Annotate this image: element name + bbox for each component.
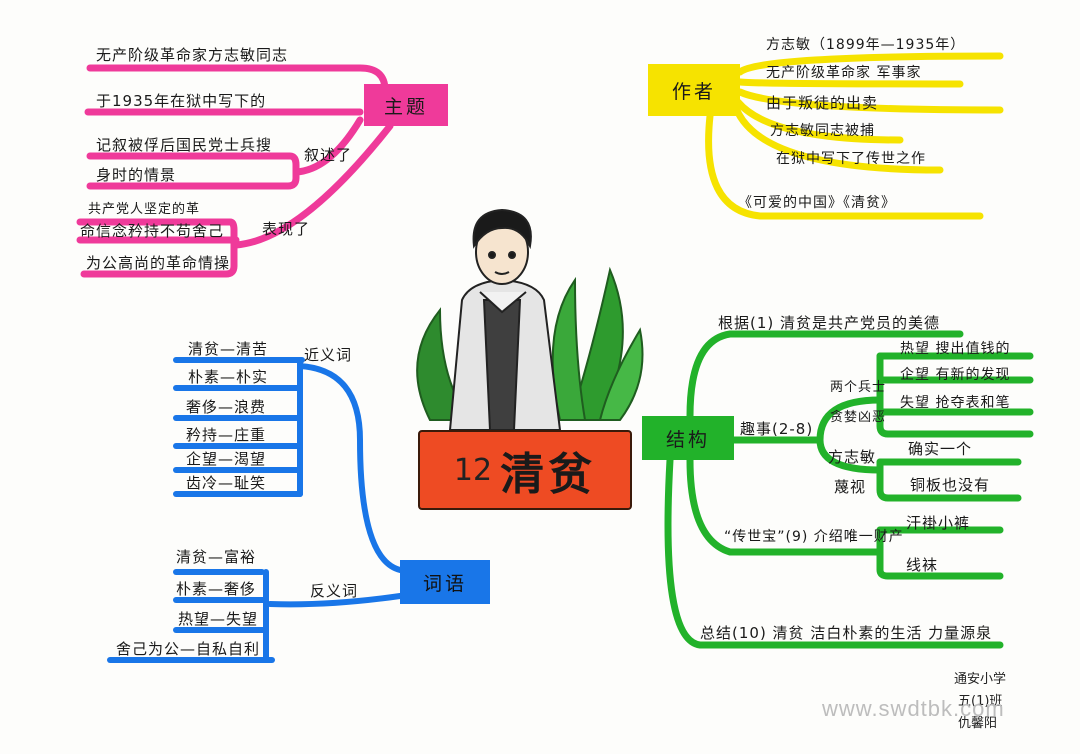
synonym-label: 近义词: [304, 346, 353, 364]
antonym-item: 热望—失望: [178, 610, 259, 628]
author-line: 《可爱的中国》《清贫》: [738, 195, 896, 211]
structure-story: 趣事(2-8): [740, 420, 814, 438]
theme-show-line: 共产党人坚定的革: [88, 202, 201, 217]
fang-sub: 蔑视: [834, 478, 867, 496]
author-line: 无产阶级革命家 军事家: [766, 65, 922, 81]
lesson-title: 清贫: [500, 449, 597, 500]
plant-leaves: [416, 266, 644, 421]
antonym-item: 清贫—富裕: [176, 548, 257, 566]
treasure-item: 线袜: [906, 556, 939, 574]
fang-label: 方志敏: [828, 448, 877, 466]
theme-show-line: 为公高尚的革命情操: [86, 254, 231, 272]
signature-line: 五(1)班: [958, 694, 1003, 709]
synonym-item: 清贫—清苦: [188, 340, 269, 358]
words-node[interactable]: 词语: [400, 560, 490, 604]
theme-line: 于1935年在狱中写下的: [96, 92, 267, 110]
structure-root: 根据(1) 清贫是共产党员的美德: [718, 314, 941, 332]
fang-zhimin-portrait: [448, 208, 562, 431]
signature-line: 通安小学: [954, 672, 1007, 687]
show-label: 表现了: [262, 220, 311, 238]
author-branches: [705, 52, 1004, 220]
antonym-item: 朴素—奢侈: [176, 580, 257, 598]
author-line: 方志敏（1899年—1935年）: [766, 37, 966, 53]
soldier-item: 失望 抢夺表和笔: [900, 395, 1011, 411]
fang-item: 确实一个: [908, 440, 973, 458]
author-line: 在狱中写下了传世之作: [776, 151, 926, 167]
fang-item: 铜板也没有: [910, 476, 991, 494]
antonym-item: 舍己为公—自私自利: [116, 640, 261, 658]
author-node[interactable]: 作者: [648, 64, 740, 116]
watermark: www.swdtbk.com: [822, 696, 1005, 721]
theme-line: 记叙被俘后国民党士兵搜: [96, 136, 273, 154]
signature-line: 仇馨阳: [958, 716, 998, 731]
synonym-item: 矜持—庄重: [186, 426, 267, 444]
structure-summary: 总结(10) 清贫 洁白朴素的生活 力量源泉: [700, 624, 993, 642]
theme-line: 身时的情景: [96, 166, 177, 184]
synonym-item: 奢侈—浪费: [186, 398, 267, 416]
soldier-item: 企望 有新的发现: [900, 367, 1011, 383]
structure-node[interactable]: 结构: [642, 416, 734, 460]
soldiers-sub: 贪婪凶恶: [830, 410, 887, 425]
soldiers-label: 两个兵士: [830, 380, 887, 395]
author-line: 方志敏同志被捕: [770, 123, 875, 139]
words-branches: [107, 357, 403, 663]
soldier-item: 热望 搜出值钱的: [900, 341, 1011, 357]
structure-branches: [664, 330, 1034, 649]
synonym-item: 朴素—朴实: [188, 368, 269, 386]
treasure-label: “传世宝”(9) 介绍唯一财产: [724, 529, 904, 545]
theme-show-line: 命信念矜持不苟舍己: [80, 222, 225, 240]
theme-node[interactable]: 主题: [364, 84, 448, 126]
lesson-number: 12: [453, 452, 493, 488]
title-banner: 12 清贫: [418, 430, 632, 510]
synonym-item: 齿冷—耻笑: [186, 474, 267, 492]
author-line: 由于叛徒的出卖: [766, 94, 879, 112]
narrate-label: 叙述了: [304, 146, 353, 164]
antonym-label: 反义词: [310, 582, 359, 600]
theme-line: 无产阶级革命家方志敏同志: [96, 46, 289, 64]
synonym-item: 企望—渴望: [186, 450, 267, 468]
treasure-item: 汗褂小裤: [906, 514, 971, 532]
